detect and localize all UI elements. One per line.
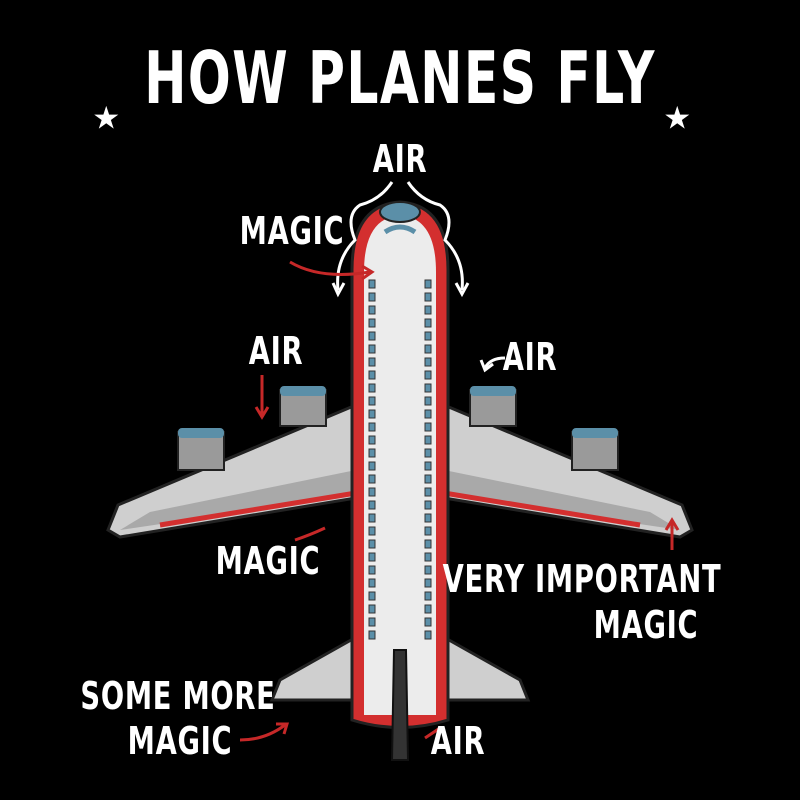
window (368, 552, 376, 562)
window (368, 630, 376, 640)
label-some-more-line2: MAGIC (127, 719, 233, 763)
window (368, 357, 376, 367)
window (368, 292, 376, 302)
window (424, 357, 432, 367)
window (424, 617, 432, 627)
label-very-important-line2: MAGIC (593, 603, 699, 647)
label-magic-left-wing: MAGIC (215, 539, 321, 583)
label-air-top: AIR (372, 137, 428, 181)
label-magic-nose: MAGIC (239, 209, 345, 253)
label-air-left-wing: AIR (248, 329, 304, 373)
window (424, 292, 432, 302)
window (424, 474, 432, 484)
arrows (239, 260, 680, 742)
window (424, 539, 432, 549)
window (368, 617, 376, 627)
window (424, 552, 432, 562)
window (424, 578, 432, 588)
window (368, 513, 376, 523)
window (368, 370, 376, 380)
engines (177, 386, 619, 471)
window (424, 513, 432, 523)
window (424, 448, 432, 458)
window (424, 344, 432, 354)
window (368, 318, 376, 328)
window (424, 591, 432, 601)
page-title: HOW PLANES FLY (144, 36, 656, 120)
window (424, 565, 432, 575)
window (424, 383, 432, 393)
left-tail-wing (269, 632, 362, 702)
window (424, 370, 432, 380)
fuselage (350, 200, 450, 761)
window (368, 487, 376, 497)
window (368, 526, 376, 536)
label-some-more-line1: SOME MORE (80, 674, 276, 718)
window (424, 500, 432, 510)
left-star-icon: ★ (93, 89, 120, 140)
window (424, 487, 432, 497)
window (368, 305, 376, 315)
window (424, 422, 432, 432)
window (424, 409, 432, 419)
window (424, 305, 432, 315)
right-star-icon: ★ (664, 89, 691, 140)
window (368, 409, 376, 419)
window (424, 396, 432, 406)
window (368, 539, 376, 549)
window (368, 383, 376, 393)
window (368, 591, 376, 601)
window (424, 279, 432, 289)
window (368, 500, 376, 510)
window (424, 604, 432, 614)
window (424, 461, 432, 471)
window (368, 435, 376, 445)
window (368, 331, 376, 341)
window (368, 474, 376, 484)
right-wing (442, 402, 694, 539)
window (424, 331, 432, 341)
window (424, 318, 432, 328)
window (424, 526, 432, 536)
window (368, 578, 376, 588)
window (368, 565, 376, 575)
window (368, 279, 376, 289)
window (368, 461, 376, 471)
windows (368, 279, 432, 640)
label-air-tail: AIR (430, 719, 486, 763)
window (368, 448, 376, 458)
label-very-important-line1: VERY IMPORTANT (442, 557, 722, 601)
right-tail-wing (438, 632, 531, 702)
window (368, 396, 376, 406)
window (368, 604, 376, 614)
window (368, 422, 376, 432)
label-air-right-wing: AIR (502, 335, 558, 379)
window (368, 344, 376, 354)
window (424, 630, 432, 640)
window (424, 435, 432, 445)
